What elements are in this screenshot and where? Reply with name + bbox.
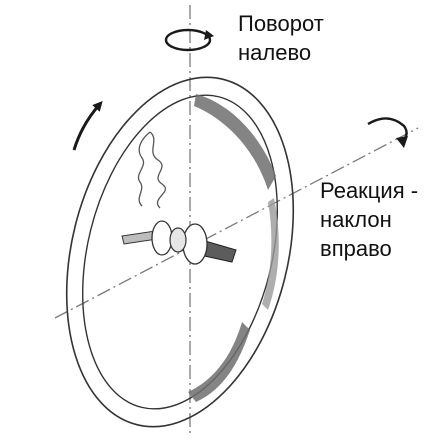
hub-core xyxy=(169,227,187,253)
wheel-outer-rim xyxy=(65,76,295,428)
hub xyxy=(121,220,237,265)
rotation-label-line1: Поворот xyxy=(238,11,324,36)
reaction-label-line2: наклон xyxy=(320,207,392,232)
rim-shading-right xyxy=(262,198,279,310)
rotation-arrow-icon xyxy=(164,28,214,52)
hub-washer-back xyxy=(151,220,173,256)
reaction-label-line1: Реакция - xyxy=(320,178,419,203)
rotation-label-line2: налево xyxy=(238,40,312,65)
rim-shading xyxy=(194,94,276,190)
rim-shading-lower xyxy=(188,322,250,402)
wheel xyxy=(65,76,295,428)
spin-arrow-icon xyxy=(72,101,103,151)
diagonal-axis xyxy=(54,127,419,319)
spring-icon xyxy=(137,131,166,209)
reaction-label-line3: вправо xyxy=(320,236,392,261)
reaction-arrow-icon xyxy=(367,117,408,148)
hub-washer-front xyxy=(182,223,208,265)
